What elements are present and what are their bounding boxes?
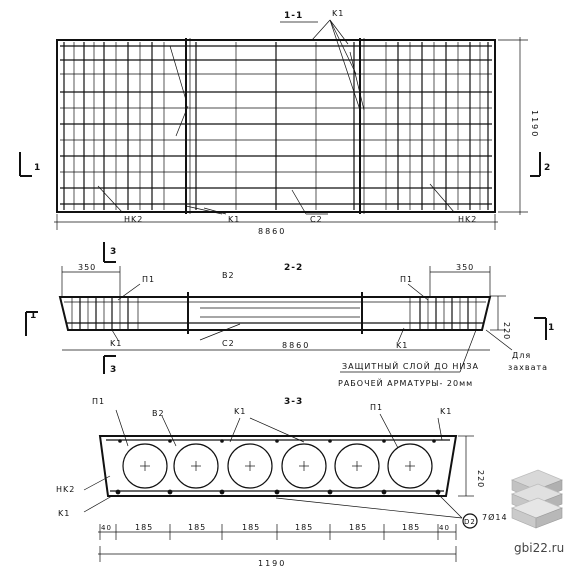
void-5 <box>334 443 380 489</box>
dim-185-1: 185 <box>135 523 153 532</box>
cut-marks-elevation <box>25 242 547 374</box>
label-v2-sec: B2 <box>152 409 165 418</box>
label-hk2-sec: HK2 <box>56 485 75 494</box>
void-1 <box>122 443 168 489</box>
elevation-stirrups-left <box>71 292 189 334</box>
section-title-2-2: 2-2 <box>284 263 303 273</box>
dim-350-right: 350 <box>456 263 474 272</box>
elevation-stirrups-right <box>361 292 477 334</box>
section-top-rebar <box>118 439 436 443</box>
plan-k1-frames <box>169 38 365 214</box>
watermark-site-text: gbi22.ru <box>514 541 564 555</box>
section-voids <box>122 443 433 489</box>
watermark: gbi22.ru <box>510 469 564 555</box>
dim-185-4: 185 <box>295 523 313 532</box>
cut-marks-plan <box>19 152 541 177</box>
label-p1-left-sec: П1 <box>92 397 105 406</box>
cut-mark-2-right: 2 <box>544 163 551 173</box>
label-k1-bottom: K1 <box>228 215 240 224</box>
dim-350-left: 350 <box>78 263 96 272</box>
label-p1-right-elev: П1 <box>400 275 413 284</box>
void-4 <box>281 443 327 489</box>
elevation-leaders <box>61 266 513 373</box>
section-void-centers <box>140 461 415 471</box>
elevation-view-2-2: 2-2 350 350 П1 B2 П1 K1 C2 8860 K1 220 З… <box>25 242 555 388</box>
plan-left-mesh <box>63 42 165 210</box>
note-grip-line1: Для <box>512 351 531 360</box>
cut-mark-3-bottom: 3 <box>110 365 117 375</box>
plan-dimensions <box>54 37 528 230</box>
dim-185-6: 185 <box>402 523 420 532</box>
dim-220-sec: 220 <box>476 470 485 488</box>
label-rebar-7d14: 7Ø14 <box>482 512 508 522</box>
label-hk2-left: HK2 <box>124 215 143 224</box>
dim-220-elev: 220 <box>502 322 511 340</box>
label-k1-right-elev: K1 <box>396 341 408 350</box>
dim-185-5: 185 <box>349 523 367 532</box>
void-6 <box>387 443 433 489</box>
label-hk2-right: HK2 <box>458 215 477 224</box>
cross-section-3-3: 3-3 П1 B2 K1 П1 K1 HK2 K1 D2 7Ø14 220 40… <box>56 397 508 568</box>
plan-view-1-1: 1-1 K1 HK2 K1 C2 HK2 8860 1190 1 2 <box>19 9 551 236</box>
label-v2-elev: B2 <box>222 271 235 280</box>
note-cover-line2: РАБОЧЕЙ АРМАТУРЫ- 20мм <box>338 377 473 388</box>
section-title-1-1: 1-1 <box>284 11 303 21</box>
label-k1-left-elev: K1 <box>110 339 122 348</box>
label-k1-top: K1 <box>332 9 344 18</box>
dim-width-1190: 1190 <box>258 559 286 568</box>
elevation-longitudinal-bars <box>64 301 486 324</box>
label-k1-left-sec: K1 <box>58 509 70 518</box>
elevation-outline <box>58 296 492 331</box>
label-c2-elev: C2 <box>222 339 235 348</box>
cut-mark-1-elev-left: 1 <box>30 311 37 321</box>
section-dimensions <box>98 435 474 562</box>
void-2 <box>173 443 219 489</box>
plan-middle-bars <box>195 42 355 210</box>
section-outline <box>98 435 458 497</box>
dim-40-right: 40 <box>439 524 450 532</box>
section-leaders <box>83 409 463 519</box>
plan-right-mesh <box>385 42 489 210</box>
watermark-logo-icon <box>510 469 564 529</box>
plan-leaders <box>97 19 486 215</box>
section-title-3-3: 3-3 <box>284 397 303 407</box>
label-p1-left-elev: П1 <box>142 275 155 284</box>
label-p1-right-sec: П1 <box>370 403 383 412</box>
plan-outline <box>56 39 496 213</box>
section-bottom-rebar <box>115 489 441 495</box>
void-3 <box>227 443 273 489</box>
cut-mark-1-left: 1 <box>34 163 41 173</box>
dim-185-3: 185 <box>242 523 260 532</box>
d2-marker-circle <box>462 513 478 529</box>
label-c2-plan: C2 <box>310 215 323 224</box>
label-d2: D2 <box>464 518 476 526</box>
dim-length-plan: 8860 <box>258 227 286 236</box>
dim-40-left: 40 <box>101 524 112 532</box>
label-k1-mid-sec: K1 <box>234 407 246 416</box>
dim-length-elev: 8860 <box>282 341 310 350</box>
cut-mark-1-elev-right: 1 <box>548 323 555 333</box>
dim-185-2: 185 <box>188 523 206 532</box>
note-grip-line2: захвата <box>508 363 548 372</box>
cut-mark-3-top: 3 <box>110 247 117 257</box>
label-k1-right-sec: K1 <box>440 407 452 416</box>
dim-height-plan: 1190 <box>530 110 539 138</box>
note-cover-line1: ЗАЩИТНЫЙ СЛОЙ ДО НИЗА <box>342 360 479 371</box>
